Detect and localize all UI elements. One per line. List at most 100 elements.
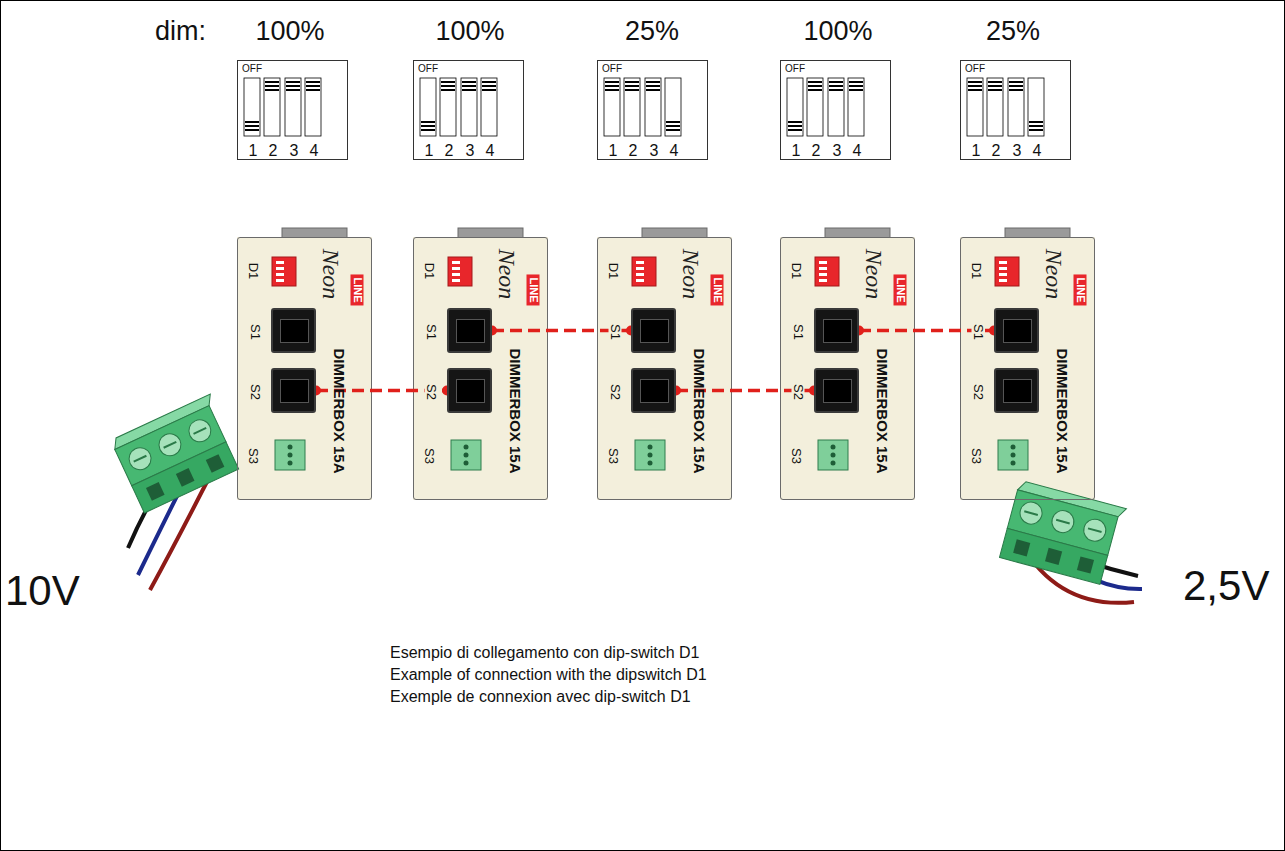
caption-line: Exemple de connexion avec dip-switch D1	[390, 689, 691, 705]
switch-grip	[286, 81, 300, 83]
switch-grip	[462, 81, 476, 83]
dim-level: 25%	[986, 18, 1040, 45]
switch-grip	[441, 81, 455, 83]
switch-lever	[305, 78, 321, 136]
device-label: Neon	[862, 249, 886, 300]
socket-pin	[831, 461, 836, 466]
switch-grip	[788, 121, 802, 123]
rj45-port: S1	[271, 308, 316, 353]
device-label: LINE	[894, 274, 907, 305]
device-bodies	[237, 228, 1095, 500]
socket-pin	[1011, 461, 1016, 466]
chip-switch	[276, 261, 284, 264]
dim-level: 100%	[435, 18, 504, 45]
dimmer-box: D1NeonLINES3DIMMERBOX 15AS1S2	[237, 237, 372, 500]
switch-grip	[462, 89, 476, 91]
switch-grip	[625, 85, 639, 87]
rj45-port: S1	[447, 308, 492, 353]
switch-label: 3	[650, 143, 659, 159]
switch-label: OFF	[418, 64, 438, 74]
dip-switch-chip	[448, 257, 472, 286]
chip-switch	[636, 273, 644, 276]
switch-grip	[968, 81, 982, 83]
switch-grip	[808, 81, 822, 83]
chip-switch	[276, 279, 284, 282]
switch-grip	[1029, 125, 1043, 127]
device-label: D1	[970, 263, 983, 280]
switch-grip	[306, 85, 320, 87]
port-opening	[1003, 379, 1032, 403]
switch-grip	[1009, 81, 1023, 83]
switch-label: 4	[486, 143, 495, 159]
switch-grip	[441, 85, 455, 87]
socket-pin	[288, 453, 293, 458]
switch-grip	[666, 121, 680, 123]
rj45-port: S2	[447, 368, 492, 413]
socket-pin	[831, 445, 836, 450]
switch-grip	[245, 129, 259, 131]
caption-line: Esempio di collegamento con dip-switch D…	[390, 645, 699, 661]
dip-switch-chip	[815, 257, 839, 286]
socket-pin	[1011, 445, 1016, 450]
rj45-port: S2	[271, 368, 316, 413]
rj45-port: S1	[631, 308, 676, 353]
plug-body	[111, 394, 245, 513]
chip-switch	[452, 279, 460, 282]
switch-grip	[1029, 129, 1043, 131]
device-body	[960, 237, 1095, 500]
switch-label: 2	[445, 143, 454, 159]
port-label: S1	[425, 322, 438, 342]
switch-label: 4	[853, 143, 862, 159]
port-opening	[280, 319, 309, 343]
dim-level: 25%	[625, 18, 679, 45]
socket-pin	[464, 461, 469, 466]
switch-grip	[421, 129, 435, 131]
rj45-port: S1	[814, 308, 859, 353]
switch-lever	[645, 78, 661, 136]
device-label: DIMMERBOX 15A	[1055, 348, 1070, 473]
switch-label: 3	[1013, 143, 1022, 159]
switch-grip	[286, 85, 300, 87]
port-label: S1	[609, 322, 622, 342]
chip-switch	[819, 273, 827, 276]
rj45-port: S2	[631, 368, 676, 413]
switch-grip	[605, 85, 619, 87]
switch-grip	[666, 129, 680, 131]
terminal-plug-right	[999, 480, 1142, 603]
switch-grip	[646, 85, 660, 87]
switch-label: 4	[670, 143, 679, 159]
device-label: DIMMERBOX 15A	[692, 348, 707, 473]
switch-grip	[421, 121, 435, 123]
switch-grip	[625, 81, 639, 83]
switch-grip	[849, 81, 863, 83]
switch-grip	[306, 89, 320, 91]
dip-switch-chip	[632, 257, 656, 286]
switch-label: OFF	[242, 64, 262, 74]
wire-hole	[146, 482, 165, 501]
port-label: S2	[425, 382, 438, 402]
terminal-socket	[818, 440, 848, 470]
dim-heading: dim:	[155, 18, 206, 45]
switch-grip	[482, 85, 496, 87]
device-body	[237, 237, 372, 500]
switch-label: 2	[269, 143, 278, 159]
wire-hole	[176, 468, 195, 487]
device-label: DIMMERBOX 15A	[875, 348, 890, 473]
chip-switch	[276, 267, 284, 270]
switch-lever	[420, 78, 436, 136]
dimmer-box: D1NeonLINES3DIMMERBOX 15AS1S2	[960, 237, 1095, 500]
device-label: S3	[423, 448, 436, 464]
device-label: D1	[790, 263, 803, 280]
socket-pin	[648, 445, 653, 450]
chip-switch	[999, 273, 1007, 276]
switch-grip	[482, 81, 496, 83]
switch-grip	[306, 81, 320, 83]
rj45-port: S2	[994, 368, 1039, 413]
switch-grip	[808, 85, 822, 87]
port-opening	[823, 319, 852, 343]
dip-switch-panel: OFF1234	[237, 60, 348, 160]
switch-grip	[286, 89, 300, 91]
switch-lever	[1028, 78, 1044, 136]
socket-pin	[648, 453, 653, 458]
terminal-socket	[275, 440, 305, 470]
